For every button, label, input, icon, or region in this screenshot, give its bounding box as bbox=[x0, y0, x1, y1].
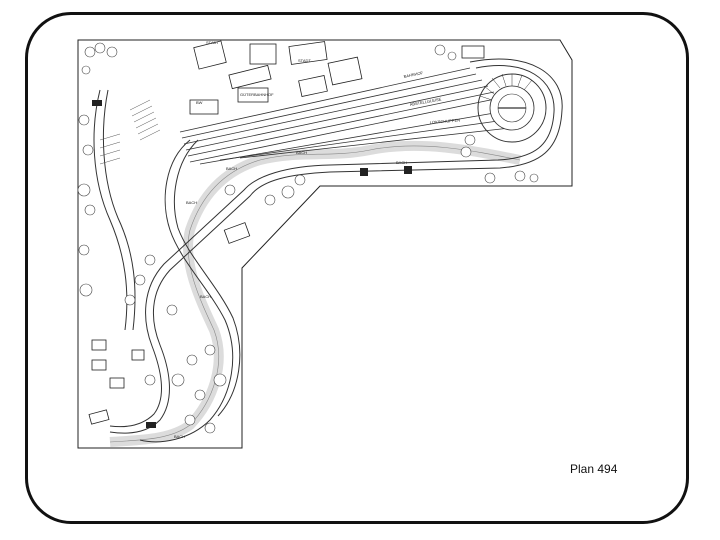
label-area-b: BW bbox=[196, 100, 203, 105]
label-stream-f: BACH bbox=[226, 166, 237, 171]
tree-icon bbox=[77, 42, 539, 434]
label-station: BAHNHOF bbox=[403, 70, 424, 79]
label-stream-d: BACH bbox=[200, 294, 211, 299]
map-labels: STADT STADT BAHNHOF GÜTERBAHNHOF BW ABST… bbox=[174, 40, 460, 439]
tunnel-portal-icon bbox=[92, 100, 412, 428]
station-yard-tracks bbox=[179, 67, 511, 165]
embankment bbox=[99, 99, 161, 165]
label-street-b: STADT bbox=[298, 58, 311, 63]
building-icon bbox=[88, 40, 485, 425]
main-line bbox=[93, 58, 563, 443]
label-area-c: ABSTELLGLEISE bbox=[409, 96, 442, 107]
turntable-icon bbox=[477, 73, 547, 143]
label-stream-a: BACH bbox=[296, 150, 307, 155]
plan-caption: Plan 494 bbox=[570, 462, 618, 476]
baseboard-outline bbox=[77, 39, 573, 449]
label-stream-c: BACH bbox=[186, 200, 197, 205]
label-street-a: STADT bbox=[206, 40, 219, 45]
label-loco-shed: LOKSCHUPPEN bbox=[430, 117, 461, 125]
label-stream-b: BACH bbox=[396, 160, 407, 165]
label-area-a: GÜTERBAHNHOF bbox=[240, 92, 274, 97]
label-stream-e: BACH bbox=[174, 434, 185, 439]
